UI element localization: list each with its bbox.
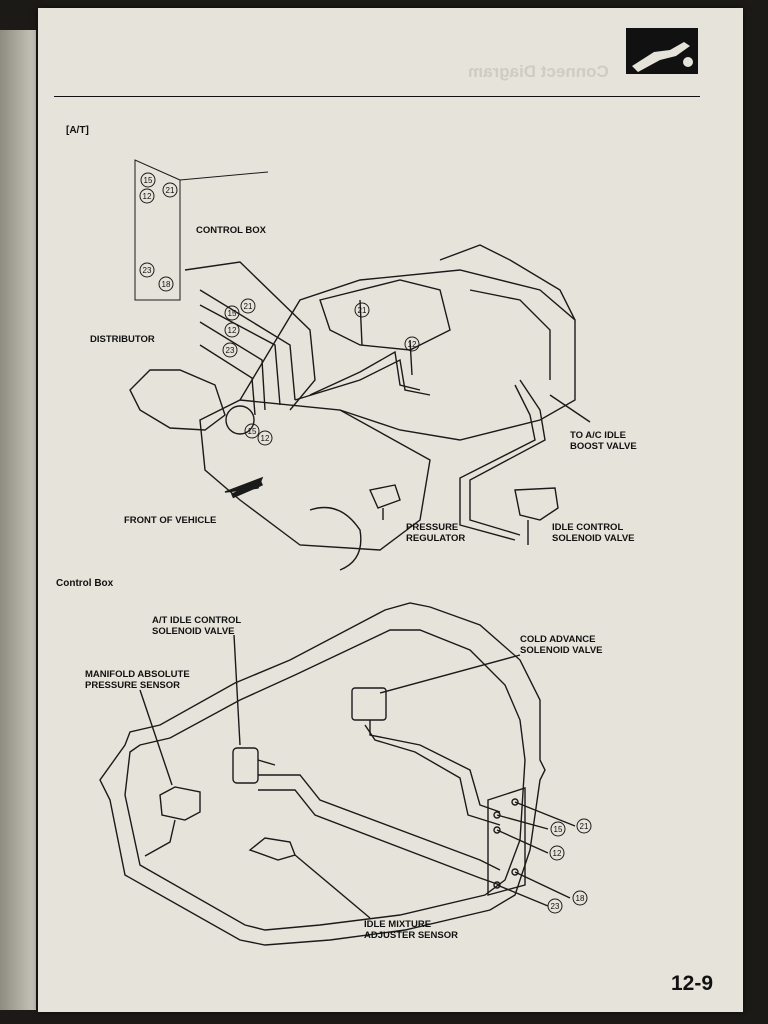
- number-12: 12: [228, 326, 237, 335]
- number-15: 15: [144, 176, 153, 185]
- manual-page: Connect Diagram: [38, 8, 743, 1012]
- label-idle-mixture-adjuster-sensor: IDLE MIXTURE ADJUSTER SENSOR: [364, 919, 458, 941]
- number-12: 12: [408, 340, 417, 349]
- number-23: 23: [551, 902, 560, 911]
- page-edge: [0, 30, 36, 1010]
- label-at-idle-control-solenoid-valve: A/T IDLE CONTROL SOLENOID VALVE: [152, 615, 242, 637]
- number-23: 23: [143, 266, 152, 275]
- fuel-nozzle-icon: [626, 28, 698, 74]
- number-21: 21: [580, 822, 589, 831]
- number-21: 21: [166, 186, 175, 195]
- number-23: 23: [226, 346, 235, 355]
- number-15: 15: [554, 825, 563, 834]
- label-control-box: CONTROL BOX: [196, 225, 267, 236]
- label-pressure-regulator: PRESSURE REGULATOR: [406, 522, 466, 544]
- number-15: 15: [248, 427, 257, 436]
- label-manifold-absolute-pressure-sensor: MANIFOLD ABSOLUTE PRESSURE SENSOR: [85, 669, 190, 691]
- section-control-box: Control Box: [56, 578, 114, 589]
- number-12: 12: [143, 192, 152, 201]
- number-18: 18: [162, 280, 171, 289]
- number-21: 21: [244, 302, 253, 311]
- header-rule: [54, 96, 700, 97]
- section-at: [A/T]: [66, 125, 89, 136]
- label-to-ac-idle-boost-valve: TO A/C IDLE BOOST VALVE: [570, 430, 637, 452]
- page-number: 12-9: [670, 972, 713, 995]
- label-cold-advance-solenoid-valve: COLD ADVANCE SOLENOID VALVE: [520, 634, 603, 656]
- number-21: 21: [358, 306, 367, 315]
- number-15: 15: [228, 309, 237, 318]
- number-12: 12: [553, 849, 562, 858]
- label-front-of-vehicle: FRONT OF VEHICLE: [124, 515, 217, 526]
- number-12: 12: [261, 434, 270, 443]
- label-distributor: DISTRIBUTOR: [90, 334, 155, 345]
- number-18: 18: [576, 894, 585, 903]
- label-idle-control-solenoid-valve: IDLE CONTROL SOLENOID VALVE: [552, 522, 635, 544]
